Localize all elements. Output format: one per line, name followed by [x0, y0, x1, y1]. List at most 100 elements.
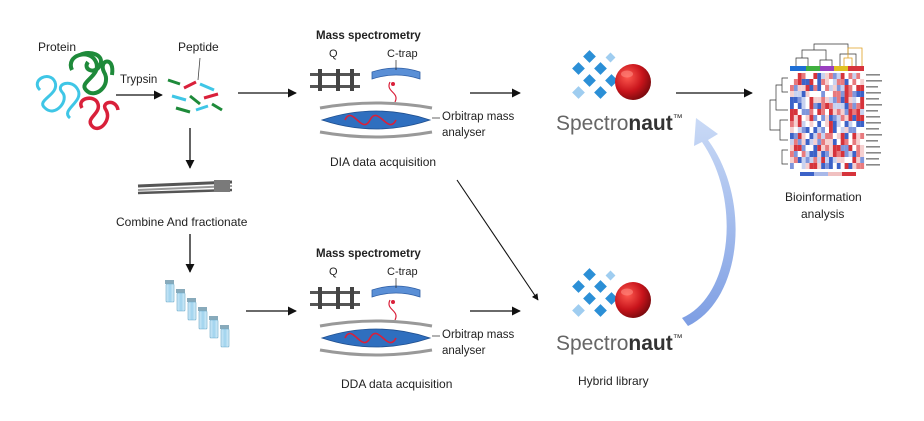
heatmap-cell	[840, 145, 845, 151]
heatmap-cell	[852, 145, 857, 151]
dia-acquisition-label: DIA data acquisition	[330, 155, 436, 169]
heatmap-cell	[825, 91, 829, 97]
heatmap-cell	[821, 127, 826, 133]
heatmap-cell	[797, 103, 802, 109]
heatmap-cell	[836, 103, 841, 109]
heatmap-cell	[797, 97, 802, 103]
heatmap-cell	[813, 85, 818, 91]
heatmap-cell	[856, 139, 861, 145]
heatmap-cell	[801, 151, 806, 157]
heatmap-cell	[840, 79, 845, 85]
heatmap-cell	[840, 97, 845, 103]
heatmap-cell	[809, 139, 814, 145]
peptide-label: Peptide	[178, 40, 219, 54]
heatmap-cell	[793, 157, 798, 163]
heatmap-cell	[821, 121, 826, 127]
heatmap-cell	[852, 115, 857, 121]
heatmap-cell	[825, 145, 829, 151]
heatmap-cell	[856, 151, 861, 157]
heatmap-cell	[801, 73, 806, 79]
heatmap-cell	[825, 151, 829, 157]
heatmap-cell	[821, 145, 826, 151]
heatmap-cell	[813, 127, 818, 133]
heatmap-cell	[801, 163, 806, 169]
heatmap-cell	[809, 133, 814, 139]
heatmap-cell	[852, 151, 857, 157]
heatmap-cell	[848, 139, 853, 145]
heatmap-cell	[793, 79, 798, 85]
ms-top-title: Mass spectrometry	[316, 30, 421, 42]
heatmap-cell	[825, 157, 829, 163]
heatmap-cell	[832, 115, 837, 121]
heatmap-cell	[829, 157, 833, 163]
heatmap-cell	[852, 133, 857, 139]
ms-top-instrument	[310, 60, 440, 139]
heatmap-cell	[790, 109, 794, 115]
heatmap-cell	[844, 91, 849, 97]
heatmap-cell	[797, 121, 802, 127]
heatmap-cell	[805, 103, 810, 109]
heatmap-cell	[848, 115, 853, 121]
heatmap-cell	[852, 79, 857, 85]
ms-bottom-orbitrap-label-1: Orbitrap mass	[442, 329, 514, 341]
bioinfo-label-2: analysis	[801, 207, 844, 221]
heatmap-cell	[817, 85, 822, 91]
heatmap-cell	[817, 97, 822, 103]
heatmap-cell	[848, 103, 853, 109]
heatmap-cell	[825, 115, 829, 121]
heatmap-cell	[821, 109, 826, 115]
trypsin-label: Trypsin	[120, 74, 157, 86]
heatmap-cell	[848, 133, 853, 139]
heatmap-cell	[836, 145, 841, 151]
heatmap-cell	[813, 157, 818, 163]
heatmap-cell	[790, 73, 794, 79]
spectronaut-bottom-logo-icon	[572, 268, 651, 318]
heatmap-cell	[856, 133, 861, 139]
heatmap-cell	[821, 79, 826, 85]
heatmap-cell	[840, 109, 845, 115]
heatmap-cell	[797, 91, 802, 97]
heatmap-cell	[829, 151, 833, 157]
heatmap-cell	[821, 157, 826, 163]
ms-top-ctrap-label: C-trap	[387, 48, 418, 60]
heatmap-cell	[840, 85, 845, 91]
heatmap-cell	[840, 121, 845, 127]
heatmap-cell	[836, 109, 841, 115]
ms-bottom-ctrap-label: C-trap	[387, 266, 418, 278]
heatmap-cell	[860, 109, 865, 115]
heatmap-cell	[860, 133, 865, 139]
heatmap-cell	[836, 163, 841, 169]
heatmap-cell	[856, 79, 861, 85]
heatmap-cell	[801, 121, 806, 127]
ms-top-orbitrap-label-2: analyser	[442, 127, 486, 139]
heatmap-cell	[809, 151, 814, 157]
heatmap-cell	[844, 127, 849, 133]
heatmap-cell	[809, 91, 814, 97]
heatmap-cell	[832, 139, 837, 145]
heatmap-cell	[860, 73, 865, 79]
heatmap-cell	[809, 97, 814, 103]
protein-label: Protein	[38, 40, 76, 54]
heatmap-cell	[809, 115, 814, 121]
heatmap-cell	[801, 127, 806, 133]
heatmap-cell	[809, 79, 814, 85]
heatmap-cell	[793, 139, 798, 145]
heatmap-cell	[836, 139, 841, 145]
heatmap-cell	[856, 85, 861, 91]
fractionation-columns-illustration	[137, 180, 233, 195]
heatmap-cell	[852, 103, 857, 109]
heatmap-cell	[797, 109, 802, 115]
heatmap-cell	[813, 151, 818, 157]
heatmap-cell	[813, 97, 818, 103]
heatmap-cell	[829, 139, 833, 145]
heatmap-cell	[860, 163, 865, 169]
heatmap-cell	[840, 91, 845, 97]
heatmap-cell	[821, 163, 826, 169]
heatmap-cell	[829, 97, 833, 103]
heatmap-cell	[848, 97, 853, 103]
heatmap-cell	[821, 103, 826, 109]
heatmap-cell	[797, 133, 802, 139]
heatmap-cell	[844, 163, 849, 169]
heatmap-cell	[852, 127, 857, 133]
heatmap-cell	[809, 127, 814, 133]
